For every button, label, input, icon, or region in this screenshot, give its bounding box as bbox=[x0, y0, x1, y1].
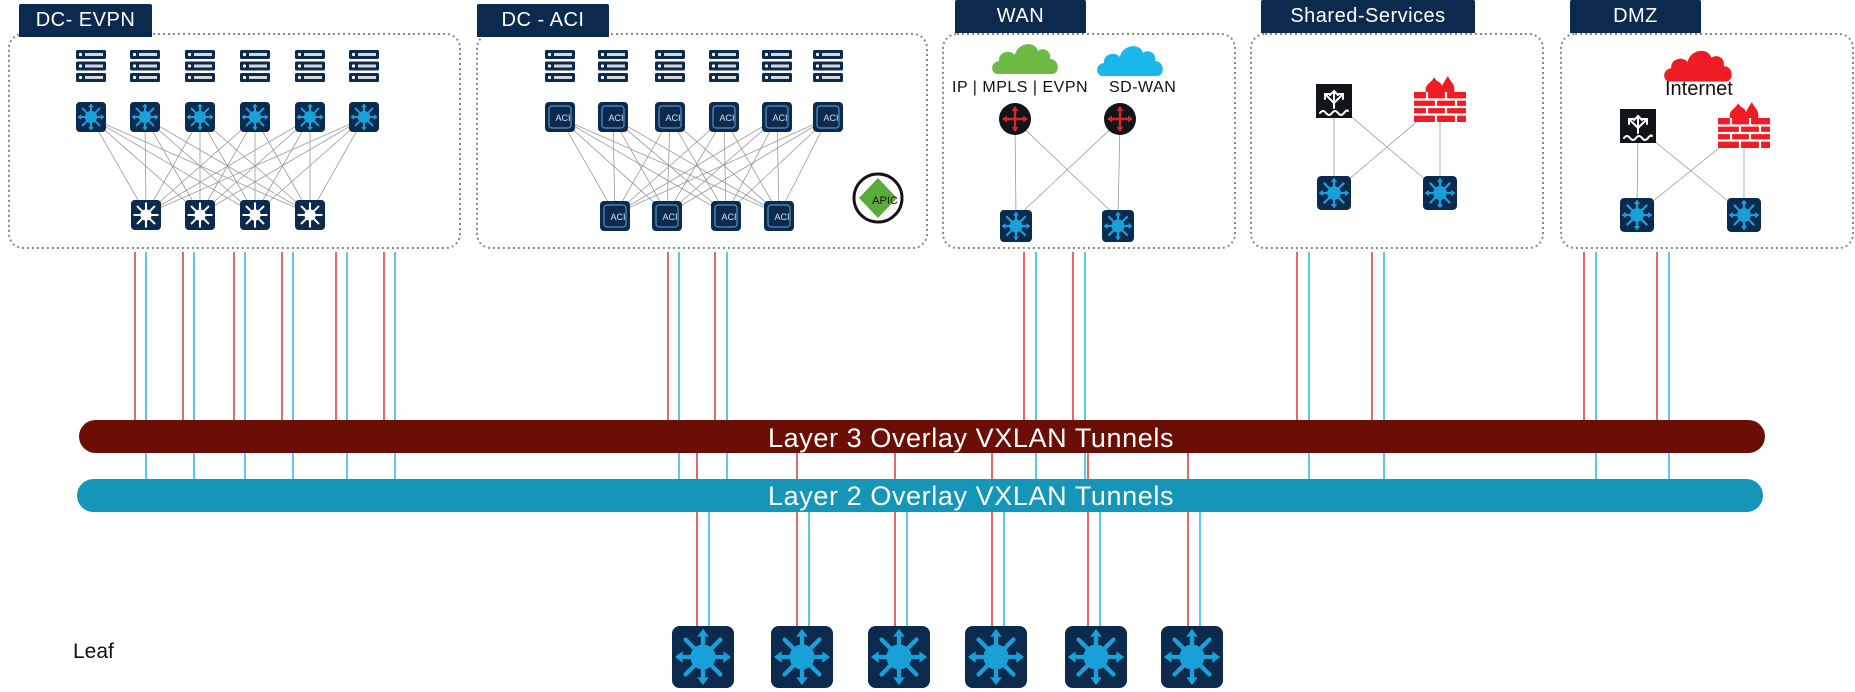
apic-label: APIC bbox=[872, 195, 898, 207]
shared-services-box bbox=[1250, 33, 1544, 249]
router-icon bbox=[998, 102, 1032, 136]
switch-icon bbox=[1620, 198, 1654, 232]
wan-mpls-label: IP | MPLS | EVPN bbox=[952, 79, 1089, 96]
server-icon bbox=[295, 50, 325, 82]
load-balancer-icon bbox=[1316, 84, 1352, 118]
svg-text:ACI: ACI bbox=[610, 212, 625, 222]
aci-switch-icon: ACI bbox=[598, 102, 628, 132]
svg-text:ACI: ACI bbox=[772, 113, 787, 123]
aci-switch-icon: ACI bbox=[762, 102, 792, 132]
cloud-icon bbox=[1097, 46, 1163, 76]
aci-switch-icon: ACI bbox=[600, 201, 630, 231]
aci-switch-icon: ACI bbox=[709, 102, 739, 132]
aci-switch-icon: ACI bbox=[652, 201, 682, 231]
tab-dc-evpn: DC- EVPN bbox=[19, 4, 152, 37]
server-icon bbox=[762, 50, 792, 82]
svg-text:ACI: ACI bbox=[662, 212, 677, 222]
svg-text:ACI: ACI bbox=[774, 212, 789, 222]
server-icon bbox=[709, 50, 739, 82]
switch-icon bbox=[1317, 176, 1351, 210]
server-icon bbox=[76, 50, 106, 82]
aci-switch-icon: ACI bbox=[813, 102, 843, 132]
server-icon bbox=[130, 50, 160, 82]
firewall-icon bbox=[1414, 74, 1466, 122]
switch-icon bbox=[1102, 210, 1134, 242]
fabric-mesh bbox=[90, 101, 1745, 219]
devices: ACI ACI ACI ACI ACI ACI ACI ACI ACI ACI bbox=[76, 50, 1770, 688]
layer3-overlay-band bbox=[79, 420, 1765, 453]
cloud-icon bbox=[992, 44, 1058, 74]
wan-box bbox=[942, 33, 1236, 249]
svg-text:ACI: ACI bbox=[608, 113, 623, 123]
server-icon bbox=[240, 50, 270, 82]
spine-icon bbox=[295, 200, 325, 230]
aci-switch-icon: ACI bbox=[545, 102, 575, 132]
dc-evpn-box bbox=[8, 33, 461, 249]
switch-icon bbox=[76, 102, 106, 132]
server-icon bbox=[813, 50, 843, 82]
server-icon bbox=[598, 50, 628, 82]
switch-icon bbox=[672, 626, 734, 688]
server-icon bbox=[185, 50, 215, 82]
aci-switch-icon: ACI bbox=[655, 102, 685, 132]
tab-dc-aci: DC - ACI bbox=[477, 4, 609, 37]
svg-text:ACI: ACI bbox=[555, 113, 570, 123]
svg-text:ACI: ACI bbox=[721, 212, 736, 222]
cloud-icon bbox=[1664, 50, 1732, 82]
tab-dmz: DMZ bbox=[1570, 0, 1701, 33]
layer3-overlay-label: Layer 3 Overlay VXLAN Tunnels bbox=[768, 423, 1175, 453]
switch-icon bbox=[965, 626, 1027, 688]
router-icon bbox=[1103, 102, 1137, 136]
aci-switch-icon: ACI bbox=[711, 201, 741, 231]
svg-text:ACI: ACI bbox=[719, 113, 734, 123]
server-icon bbox=[545, 50, 575, 82]
leaf-label: Leaf bbox=[73, 640, 114, 663]
dmz-box bbox=[1560, 33, 1854, 249]
switch-icon bbox=[771, 626, 833, 688]
switch-icon bbox=[1000, 210, 1032, 242]
layer2-overlay-band bbox=[77, 479, 1763, 512]
switch-icon bbox=[295, 102, 325, 132]
switch-icon bbox=[349, 102, 379, 132]
switch-icon bbox=[130, 102, 160, 132]
spine-icon bbox=[131, 200, 161, 230]
internet-label: Internet bbox=[1665, 78, 1733, 100]
load-balancer-icon bbox=[1620, 109, 1656, 143]
switch-icon bbox=[1065, 626, 1127, 688]
site-boxes bbox=[8, 33, 1854, 249]
aci-switch-icon: ACI bbox=[764, 201, 794, 231]
switch-icon bbox=[1423, 176, 1457, 210]
spine-icon bbox=[185, 200, 215, 230]
wan-sdwan-label: SD-WAN bbox=[1109, 79, 1177, 96]
tunnel-crossing-lines bbox=[145, 453, 1670, 479]
switch-icon bbox=[868, 626, 930, 688]
apic-icon bbox=[852, 172, 904, 224]
server-icon bbox=[655, 50, 685, 82]
switch-icon bbox=[240, 102, 270, 132]
layer2-overlay-label: Layer 2 Overlay VXLAN Tunnels bbox=[768, 481, 1175, 511]
spine-icon bbox=[240, 200, 270, 230]
switch-icon bbox=[1727, 198, 1761, 232]
svg-text:ACI: ACI bbox=[823, 113, 838, 123]
server-icon bbox=[349, 50, 379, 82]
svg-text:ACI: ACI bbox=[665, 113, 680, 123]
firewall-icon bbox=[1718, 100, 1770, 148]
tab-wan: WAN bbox=[955, 0, 1086, 33]
switch-icon bbox=[185, 102, 215, 132]
switch-icon bbox=[1161, 626, 1223, 688]
tab-shared-services: Shared-Services bbox=[1261, 0, 1475, 33]
dc-aci-box bbox=[476, 33, 928, 249]
